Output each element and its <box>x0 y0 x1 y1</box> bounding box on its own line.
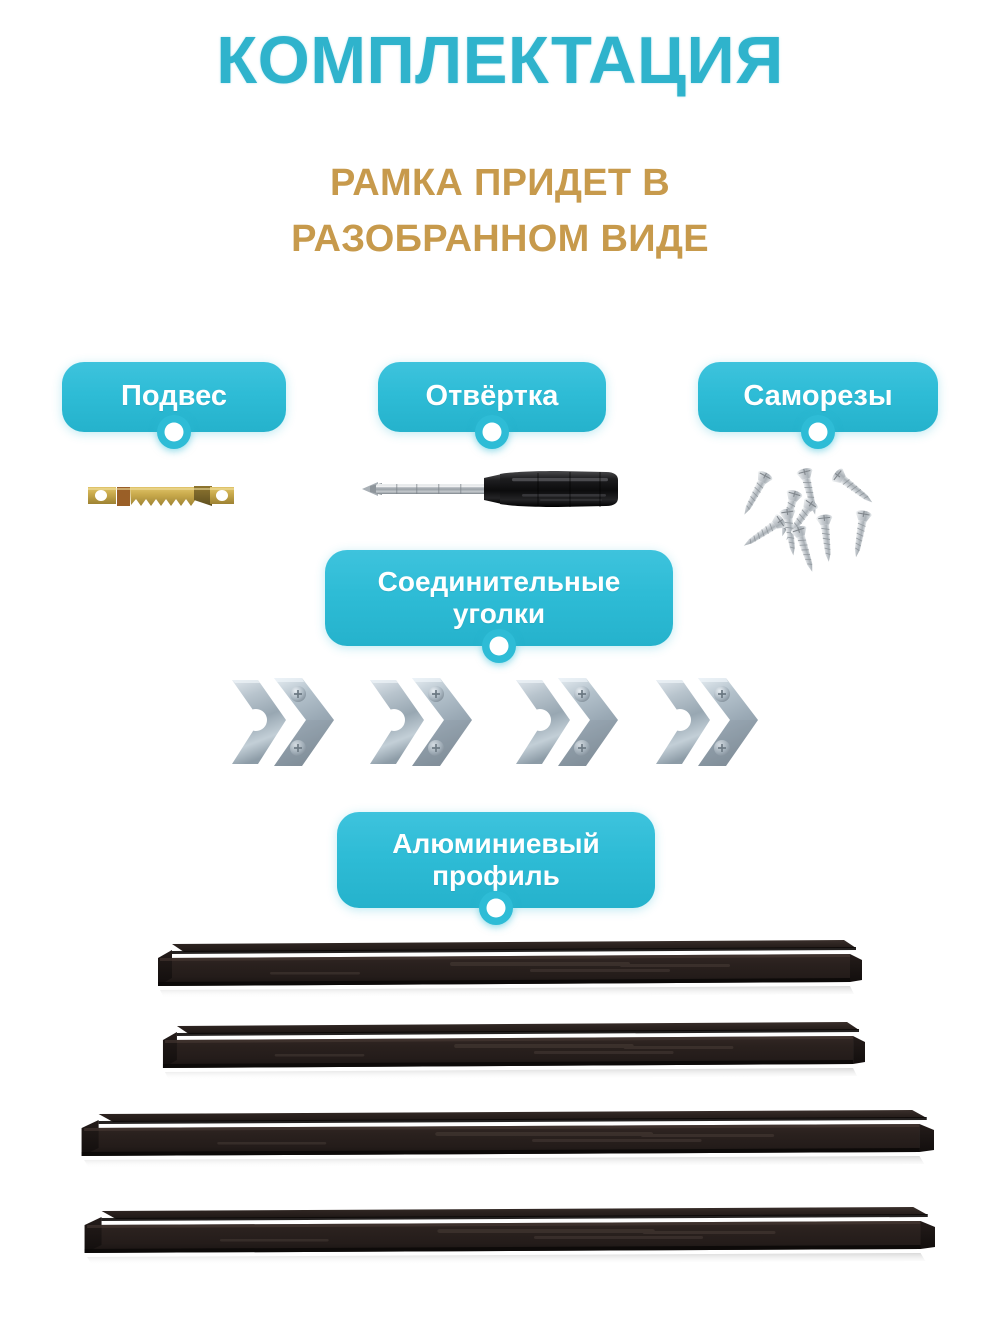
badge-podves: Подвес <box>62 362 286 449</box>
badge-alyuminievyj-profil: Алюминиевый профиль <box>337 812 655 925</box>
badge-samorezy-label: Саморезы <box>743 380 893 413</box>
corner-bracket-icon <box>366 674 476 772</box>
subtitle-line-1: РАМКА ПРИДЕТ В <box>329 162 671 204</box>
corner-bracket-icon <box>228 674 338 772</box>
badge-podves-label: Подвес <box>121 380 227 413</box>
badge-soedinitelnye-ugolki: Соединительные уголки <box>325 550 673 663</box>
aluminium-profile-icon <box>150 936 862 1002</box>
page-title: КОМПЛЕКТАЦИЯ <box>216 23 784 98</box>
badge-samorezy: Саморезы <box>698 362 938 449</box>
aluminium-profile-icon <box>155 1018 865 1084</box>
badge-otvertka-label: Отвёртка <box>425 380 559 413</box>
screwdriver-icon <box>362 462 618 516</box>
badge-ugolki-label: Соединительные уголки <box>377 565 621 629</box>
badge-connector-dot <box>157 415 191 449</box>
corner-bracket-icon <box>652 674 762 772</box>
badge-otvertka: Отвёртка <box>378 362 606 449</box>
aluminium-profile-icon <box>75 1203 936 1269</box>
sawtooth-hanger-icon <box>88 480 234 514</box>
badge-profile-label: Алюминиевый профиль <box>392 827 600 891</box>
subtitle-line-2: РАЗОБРАННОМ ВИДЕ <box>291 218 709 260</box>
badge-connector-dot <box>801 415 835 449</box>
badge-connector-dot <box>475 415 509 449</box>
screws-icon <box>736 458 922 580</box>
aluminium-profile-icon <box>72 1106 934 1172</box>
page-subtitle: РАМКА ПРИДЕТ В РАЗОБРАННОМ ВИДЕ <box>0 155 1000 267</box>
badge-connector-dot <box>479 891 513 925</box>
badge-connector-dot <box>482 629 516 663</box>
corner-bracket-icon <box>512 674 622 772</box>
